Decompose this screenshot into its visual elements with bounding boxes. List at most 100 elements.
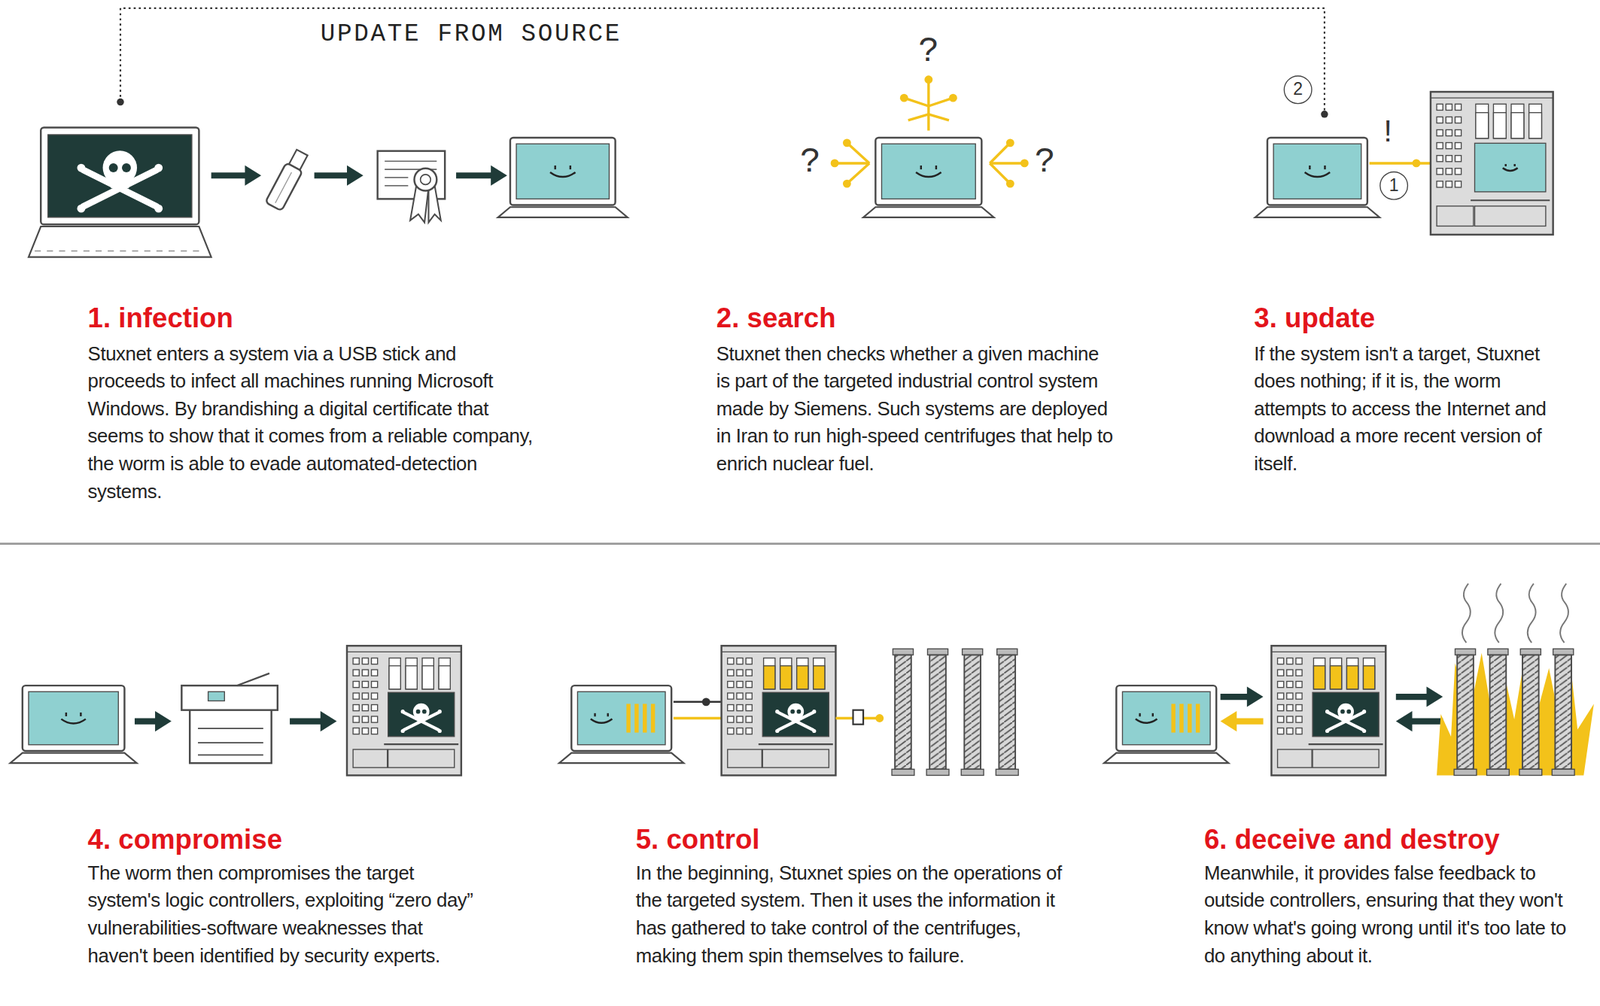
bone-end bbox=[401, 709, 405, 714]
skull-eye bbox=[1340, 709, 1345, 715]
certificate-line bbox=[384, 185, 408, 187]
key-row bbox=[119, 250, 126, 252]
bone-end bbox=[775, 709, 779, 714]
usb-stick bbox=[264, 148, 311, 211]
slot-level bbox=[796, 666, 809, 690]
cabinet-button bbox=[736, 693, 743, 700]
key-row bbox=[180, 250, 187, 252]
bone-end bbox=[154, 204, 163, 213]
cabinet-screen bbox=[1312, 692, 1379, 737]
slot-level bbox=[1529, 112, 1543, 139]
cabinet-button bbox=[361, 658, 369, 665]
laptop-screen bbox=[1273, 143, 1362, 199]
arrow-head bbox=[1396, 711, 1413, 732]
question-mark: ? bbox=[918, 32, 940, 72]
cabinet-slot bbox=[763, 658, 776, 690]
smiley-eye bbox=[1504, 164, 1506, 167]
centrifuge-cap bbox=[997, 648, 1018, 655]
smiley-eye bbox=[79, 712, 82, 717]
laptop bbox=[559, 685, 684, 764]
cabinet-slot bbox=[1475, 103, 1489, 139]
cabinet-button bbox=[1445, 168, 1452, 175]
cabinet-button bbox=[1277, 693, 1284, 700]
cabinet-button bbox=[727, 669, 734, 676]
centrifuge-foot bbox=[1519, 769, 1543, 776]
cabinet-button bbox=[1436, 181, 1443, 188]
cabinet-button bbox=[1454, 129, 1461, 136]
step-body: Stuxnet then checks whether a given mach… bbox=[716, 340, 1115, 478]
cabinet-button bbox=[352, 716, 359, 723]
laptop bbox=[1255, 137, 1380, 218]
valve bbox=[853, 710, 864, 725]
flames bbox=[1436, 653, 1594, 776]
key-row bbox=[144, 250, 151, 252]
control-cabinet bbox=[1271, 645, 1386, 776]
cabinet-button bbox=[745, 693, 752, 700]
arrow-head bbox=[155, 711, 172, 732]
cabinet-button bbox=[745, 716, 752, 723]
smiley bbox=[1135, 713, 1158, 724]
arrow bbox=[1220, 687, 1264, 708]
ray-dot bbox=[924, 75, 933, 84]
connection-dot bbox=[1412, 159, 1421, 168]
arrow-shaft bbox=[314, 172, 352, 179]
cabinet-button bbox=[736, 658, 743, 665]
laptop-lid bbox=[875, 137, 982, 205]
cabinet-slot bbox=[1313, 658, 1325, 690]
ray-dot bbox=[1006, 179, 1015, 189]
cabinet-button bbox=[371, 728, 378, 735]
certificate bbox=[377, 151, 445, 223]
cabinet-button bbox=[1436, 116, 1443, 123]
skull-icon bbox=[775, 703, 816, 734]
cabinet-button bbox=[1436, 155, 1443, 162]
arrow-shaft bbox=[1408, 718, 1443, 725]
centrifuge bbox=[1519, 648, 1543, 776]
centrifuge-body bbox=[1457, 654, 1474, 770]
skull-jaw bbox=[416, 716, 426, 721]
cabinet-button bbox=[1454, 142, 1461, 150]
cabinet-button bbox=[1454, 103, 1461, 110]
centrifuge-foot bbox=[961, 769, 984, 776]
screen-bar bbox=[1195, 703, 1200, 733]
smiley bbox=[60, 712, 86, 724]
search-ray bbox=[989, 163, 1010, 184]
certificate-seal bbox=[420, 174, 432, 186]
cabinet-button bbox=[371, 716, 378, 723]
cabinet-drawer bbox=[727, 749, 763, 768]
slot-level bbox=[1511, 112, 1524, 139]
cabinet-button bbox=[1286, 705, 1293, 712]
cabinet-drawer bbox=[1475, 206, 1546, 227]
key-row bbox=[107, 250, 114, 252]
key-row bbox=[83, 250, 90, 252]
screen-bar bbox=[626, 703, 630, 733]
laptop bbox=[10, 685, 137, 764]
laptop-base bbox=[1104, 753, 1229, 764]
screen-bar bbox=[1187, 703, 1192, 733]
cabinet-button bbox=[352, 681, 359, 688]
key-row bbox=[71, 250, 78, 252]
cabinet-button bbox=[727, 693, 734, 700]
wire bbox=[673, 717, 722, 720]
cabinet-button bbox=[1445, 103, 1452, 110]
screen-bar bbox=[642, 703, 647, 733]
cabinet-button bbox=[727, 716, 734, 723]
skull-eye bbox=[109, 163, 119, 173]
usb-stripe bbox=[275, 172, 293, 204]
cabinet-slot bbox=[438, 658, 451, 690]
skull-eye bbox=[422, 709, 427, 715]
search-ray bbox=[846, 142, 870, 164]
slot-level bbox=[1475, 112, 1489, 139]
cabinet-button bbox=[1277, 716, 1284, 723]
key-row bbox=[46, 250, 53, 252]
cabinet-button bbox=[1286, 716, 1293, 723]
ray-dot bbox=[842, 179, 852, 189]
smiley-mouth bbox=[915, 172, 942, 177]
step-heading: 1. infection bbox=[88, 303, 234, 335]
cabinet-button bbox=[1295, 681, 1302, 688]
smiley-eye bbox=[1323, 165, 1326, 170]
key-row bbox=[192, 250, 199, 252]
skull-eye bbox=[790, 709, 795, 715]
cabinet-slot bbox=[1493, 103, 1506, 139]
smiley-eye bbox=[1513, 164, 1515, 167]
